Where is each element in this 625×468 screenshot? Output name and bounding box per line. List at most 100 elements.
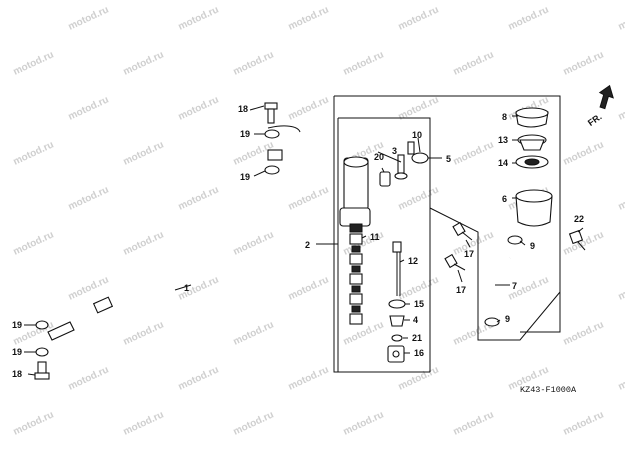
boot-4 (389, 315, 405, 327)
banjo-bolt-bottom (34, 361, 50, 380)
callout-19-b: 19 (240, 172, 250, 182)
clip-9-bottom (484, 317, 500, 327)
callout-labels: 1 2 3 4 5 6 7 8 9 9 10 11 12 13 14 15 16… (12, 104, 584, 379)
watermark-text: motod.ru (67, 184, 111, 212)
callout-7: 7 (512, 281, 517, 291)
watermark-text: motod.ru (287, 4, 331, 32)
watermark-text: motod.ru (562, 49, 606, 77)
callout-16: 16 (414, 348, 424, 358)
watermark-text: motod.ru (67, 274, 111, 302)
watermark-text: motod.ru (617, 364, 625, 392)
front-direction-arrow (598, 84, 614, 110)
banjo-bolt-top (264, 102, 278, 124)
watermark-text: motod.ru (562, 139, 606, 167)
watermark-text: motod.ru (397, 364, 441, 392)
watermark-text: motod.ru (122, 409, 166, 437)
watermark-text: motod.ru (232, 229, 276, 257)
nut-21 (391, 334, 403, 342)
watermark-text: motod.ru (562, 229, 606, 257)
callout-22: 22 (574, 214, 584, 224)
watermark-text: motod.ru (617, 274, 625, 302)
watermark-text: motod.ru (232, 49, 276, 77)
pin-3 (394, 154, 408, 180)
watermark-text: motod.ru (342, 49, 386, 77)
watermark-text: motod.ru (122, 229, 166, 257)
bolt-22 (568, 229, 586, 251)
callout-12: 12 (408, 256, 418, 266)
diaphragm-14 (515, 155, 549, 169)
reservoir-cap-8 (515, 107, 549, 128)
hose-banjo-top (267, 149, 283, 161)
callout-15: 15 (414, 299, 424, 309)
push-rod (392, 241, 402, 296)
watermark-text: motod.ru (177, 4, 221, 32)
cylinder-frame (337, 117, 431, 372)
callout-19-d: 19 (12, 347, 22, 357)
hose-fitting (92, 296, 114, 314)
fitting-20 (379, 171, 391, 187)
callout-14: 14 (498, 158, 508, 168)
watermark-text: motod.ru (287, 94, 331, 122)
watermark-text: motod.ru (177, 184, 221, 212)
callout-1: 1 (184, 283, 189, 293)
washer-top-2 (264, 165, 280, 175)
watermark-text: motod.ru (122, 49, 166, 77)
watermark-text: motod.ru (342, 319, 386, 347)
watermark-text: motod.ru (507, 4, 551, 32)
watermark-text: motod.ru (452, 49, 496, 77)
callout-17-top: 17 (464, 249, 474, 259)
watermark-text: motod.ru (342, 409, 386, 437)
diagram-code: KZ43-F1000A (520, 385, 577, 395)
callout-8: 8 (502, 112, 507, 122)
callout-18-bottom: 18 (12, 369, 22, 379)
watermark-text: motod.ru (617, 4, 625, 32)
callout-17-bottom: 17 (456, 285, 466, 295)
watermark-text: motod.ru (562, 319, 606, 347)
direction-label: FR. (586, 111, 604, 128)
callout-6: 6 (502, 194, 507, 204)
watermark-text: motod.ru (617, 184, 625, 212)
screw-17-bottom (444, 253, 466, 271)
callout-2: 2 (305, 240, 310, 250)
watermark-text: motod.ru (67, 4, 111, 32)
leader-lines (24, 105, 584, 376)
screw-17-top (452, 221, 473, 241)
watermark-text: motod.ru (177, 94, 221, 122)
hose-frame (429, 207, 561, 341)
brake-hose (59, 125, 308, 330)
watermark-text: motod.ru (452, 139, 496, 167)
master-cylinder-body (339, 156, 371, 233)
watermark-text: motod.ru (12, 409, 56, 437)
watermark-text: motod.ru (287, 274, 331, 302)
watermark-text: motod.ru (122, 319, 166, 347)
watermark-text: motod.ru (67, 94, 111, 122)
watermark-text: motod.ru (122, 139, 166, 167)
watermark-text: motod.ru (12, 229, 56, 257)
watermark-text: motod.ru (0, 364, 1, 392)
watermark-text: motod.ru (0, 4, 1, 32)
piston-kit (349, 233, 363, 325)
callout-11: 11 (370, 232, 380, 242)
watermark-text: motod.ru (562, 409, 606, 437)
watermark-text: motod.ru (0, 184, 1, 212)
callout-18-top: 18 (238, 104, 248, 114)
callout-9-bottom: 9 (505, 314, 510, 324)
washer-top-1 (264, 129, 280, 139)
watermark-text: motod.ru (0, 94, 1, 122)
washer-10 (407, 141, 429, 164)
callout-13: 13 (498, 135, 508, 145)
watermark-text: motod.ru (232, 409, 276, 437)
washer-bottom-2 (35, 347, 49, 357)
callout-4: 4 (413, 315, 418, 325)
watermark-text: motod.ru (177, 364, 221, 392)
watermark-text: motod.ru (12, 49, 56, 77)
watermark-text: motod.ru (0, 274, 1, 302)
watermark-text: motod.ru (397, 184, 441, 212)
callout-20: 20 (374, 152, 384, 162)
watermark-text: motod.ru (67, 364, 111, 392)
clevis-16 (387, 345, 405, 363)
callout-3: 3 (392, 146, 397, 156)
callout-5: 5 (446, 154, 451, 164)
plate-13 (517, 134, 547, 151)
